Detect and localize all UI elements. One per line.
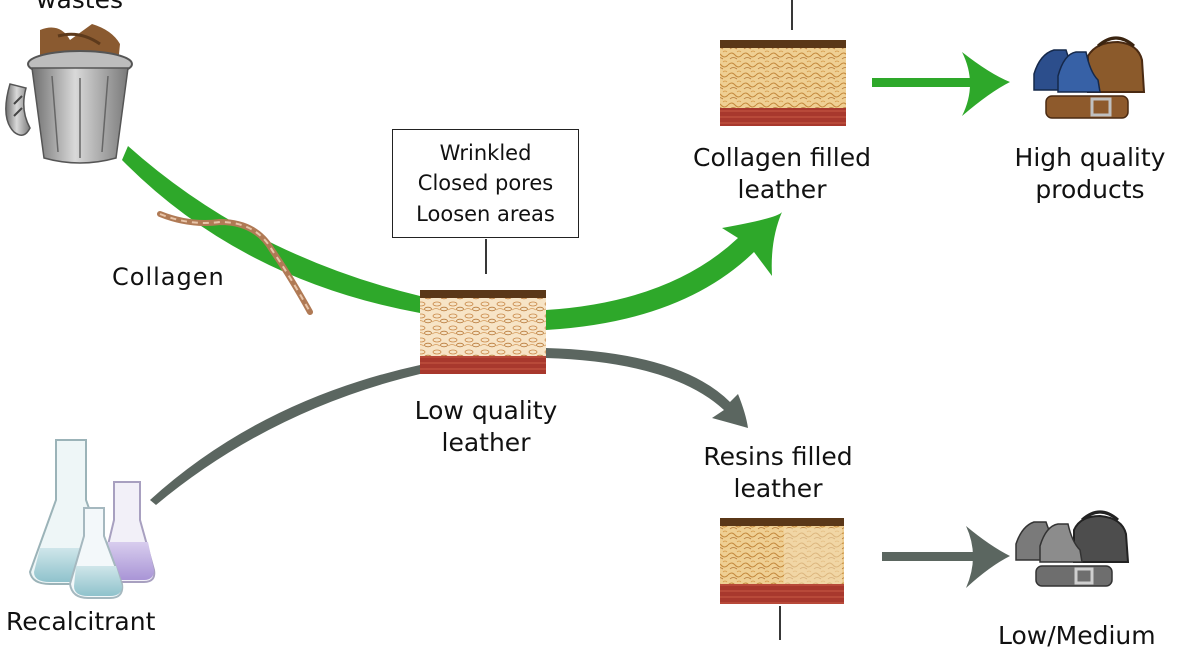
collagen-label: Collagen [112, 263, 225, 291]
defects-box: Wrinkled Closed pores Loosen areas [392, 129, 579, 238]
gray-arrow-to-low-medium [882, 526, 1010, 588]
defect-item: Closed pores [417, 171, 554, 196]
defect-item: Loosen areas [416, 201, 555, 226]
high-quality-products-label: High quality products [995, 142, 1185, 206]
resins-filled-leather-label: Resins filled leather [683, 441, 873, 505]
recalcitrant-label: Recalcitrant [6, 607, 156, 636]
green-arrow-to-high-quality [872, 52, 1010, 116]
label-line: High quality [1014, 143, 1166, 172]
label-line: Collagen filled [693, 143, 871, 172]
gray-arrow-recalcitrant-to-leather [150, 365, 420, 505]
leather-sample-icon [720, 40, 846, 126]
shoes-bag-belt-icon [1033, 36, 1146, 119]
trash-bin-icon [5, 24, 133, 164]
leather-sample-icon [720, 518, 844, 604]
label-line: leather [737, 175, 827, 204]
wastes-label: wastes [36, 0, 123, 16]
gray-arrow-to-resins-filled [546, 348, 748, 428]
green-arrow-waste-to-leather [122, 146, 420, 313]
label-line: leather [733, 474, 823, 503]
label-line: Resins filled [703, 442, 853, 471]
collagen-fiber-icon [157, 211, 313, 315]
low-medium-products-label: Low/Medium [998, 621, 1156, 650]
shoes-bag-belt-icon [1015, 510, 1130, 587]
collagen-filled-leather-label: Collagen filled leather [672, 142, 892, 206]
leather-sample-icon [420, 290, 546, 374]
label-line: leather [441, 428, 531, 457]
flasks-icon [28, 439, 156, 599]
low-quality-leather-label: Low quality leather [396, 395, 576, 459]
green-arrow-to-collagen-filled [546, 212, 782, 330]
label-line: products [1035, 175, 1145, 204]
label-line: Low quality [414, 396, 558, 425]
defect-item: Wrinkled [439, 140, 532, 165]
